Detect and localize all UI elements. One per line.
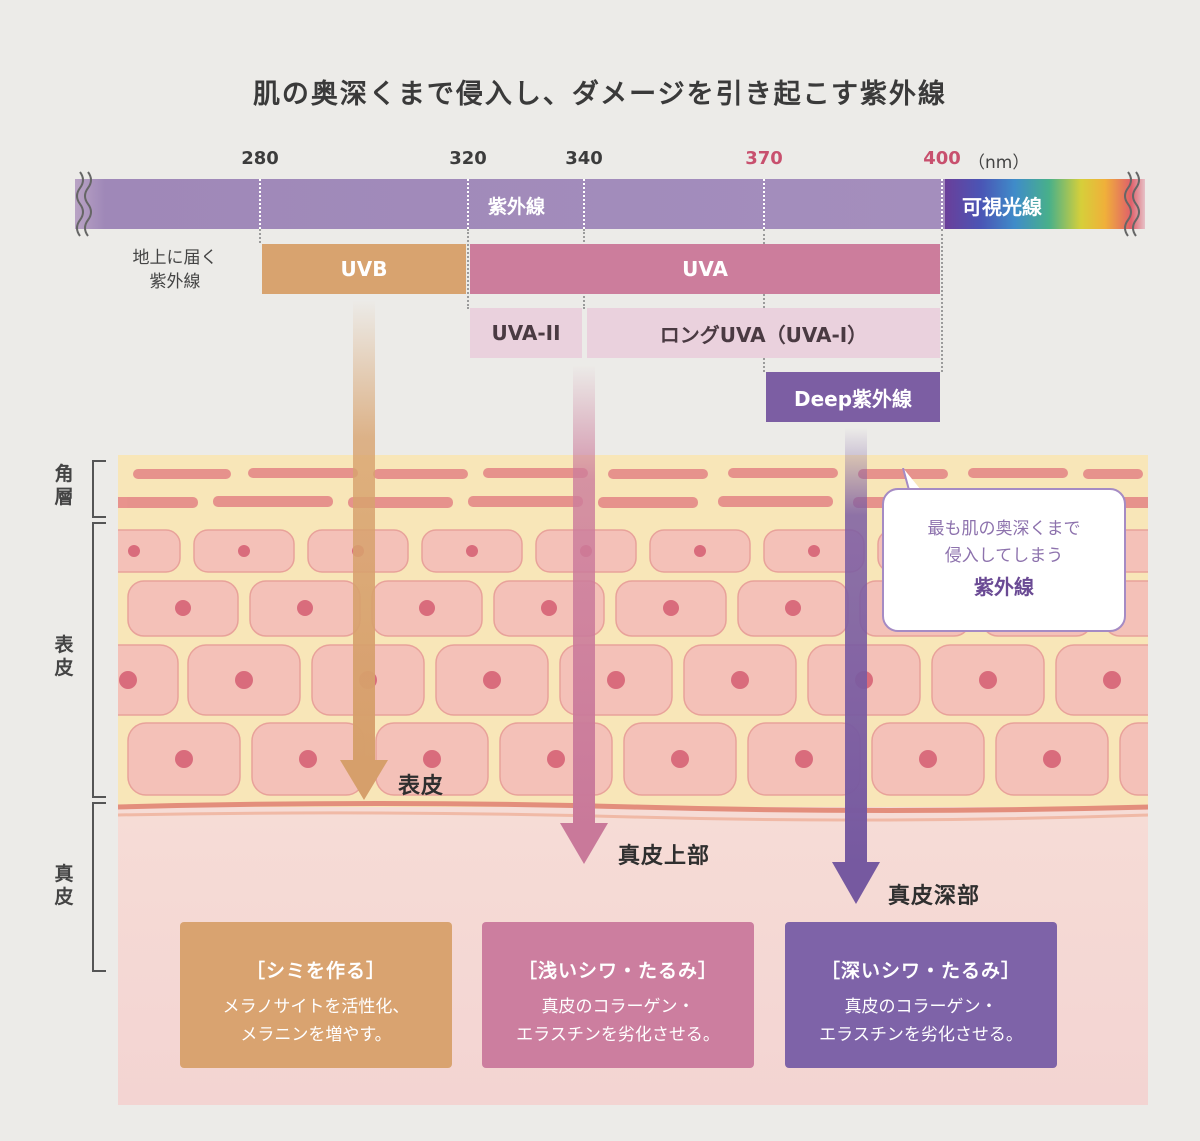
uva-arrow [560, 365, 608, 864]
ground-reaching-uv-label: 地上に届く 紫外線 [132, 248, 218, 292]
depth-label-epidermis: 表皮 [398, 774, 445, 799]
visible-light-bar [945, 179, 1145, 229]
page-title: 肌の奥深くまで侵入し、ダメージを引き起こす紫外線 [252, 79, 948, 110]
bracket-epidermis [92, 522, 106, 798]
divider-280 [259, 179, 261, 229]
break-mark-right-icon [1124, 171, 1140, 237]
long-uva-band: ロングUVA（UVA-I） [587, 308, 940, 358]
divider-320 [467, 179, 469, 229]
layer-label-dermis: 真皮 [54, 863, 74, 908]
divider-340 [583, 179, 585, 229]
tick-320: 320 [449, 148, 487, 169]
bracket-dermis [92, 802, 106, 972]
effect-card-uvb: ［シミを作る］ メラノサイトを活性化、 メラニンを増やす。 [180, 922, 452, 1068]
uv-label: 紫外線 [488, 196, 546, 218]
guide-320 [467, 229, 469, 309]
uv-spectrum-bar [75, 179, 945, 229]
layer-label-stratum: 角層 [54, 463, 74, 508]
tick-400: 400 [923, 148, 961, 169]
deep-uv-arrow [832, 428, 880, 904]
depth-label-upper-dermis: 真皮上部 [618, 844, 711, 869]
effect-card-deep-uv: ［深いシワ・たるみ］ 真皮のコラーゲン・ エラスチンを劣化させる。 [785, 922, 1057, 1068]
effect-card-uva: ［浅いシワ・たるみ］ 真皮のコラーゲン・ エラスチンを劣化させる。 [482, 922, 754, 1068]
deep-uv-band: Deep紫外線 [766, 372, 940, 422]
break-mark-left-icon [76, 171, 92, 237]
tick-370: 370 [745, 148, 783, 169]
divider-370 [763, 179, 765, 229]
guide-370 [763, 229, 765, 372]
unit-label: （nm） [968, 153, 1030, 173]
bracket-stratum [92, 460, 106, 518]
depth-label-deep-dermis: 真皮深部 [888, 884, 981, 909]
guide-280 [259, 229, 261, 243]
uvb-arrow [340, 300, 388, 800]
layer-label-epidermis: 表皮 [54, 634, 74, 679]
visible-light-label: 可視光線 [962, 195, 1042, 219]
guide-400 [941, 229, 943, 372]
tick-280: 280 [241, 148, 279, 169]
tick-340: 340 [565, 148, 603, 169]
uva-ii-band: UVA-II [470, 308, 582, 358]
divider-400 [941, 179, 943, 229]
uva-band: UVA [470, 244, 940, 294]
deep-uv-callout: 最も肌の奥深くまで 侵入してしまう 紫外線 [882, 488, 1126, 632]
uvb-band: UVB [262, 244, 466, 294]
